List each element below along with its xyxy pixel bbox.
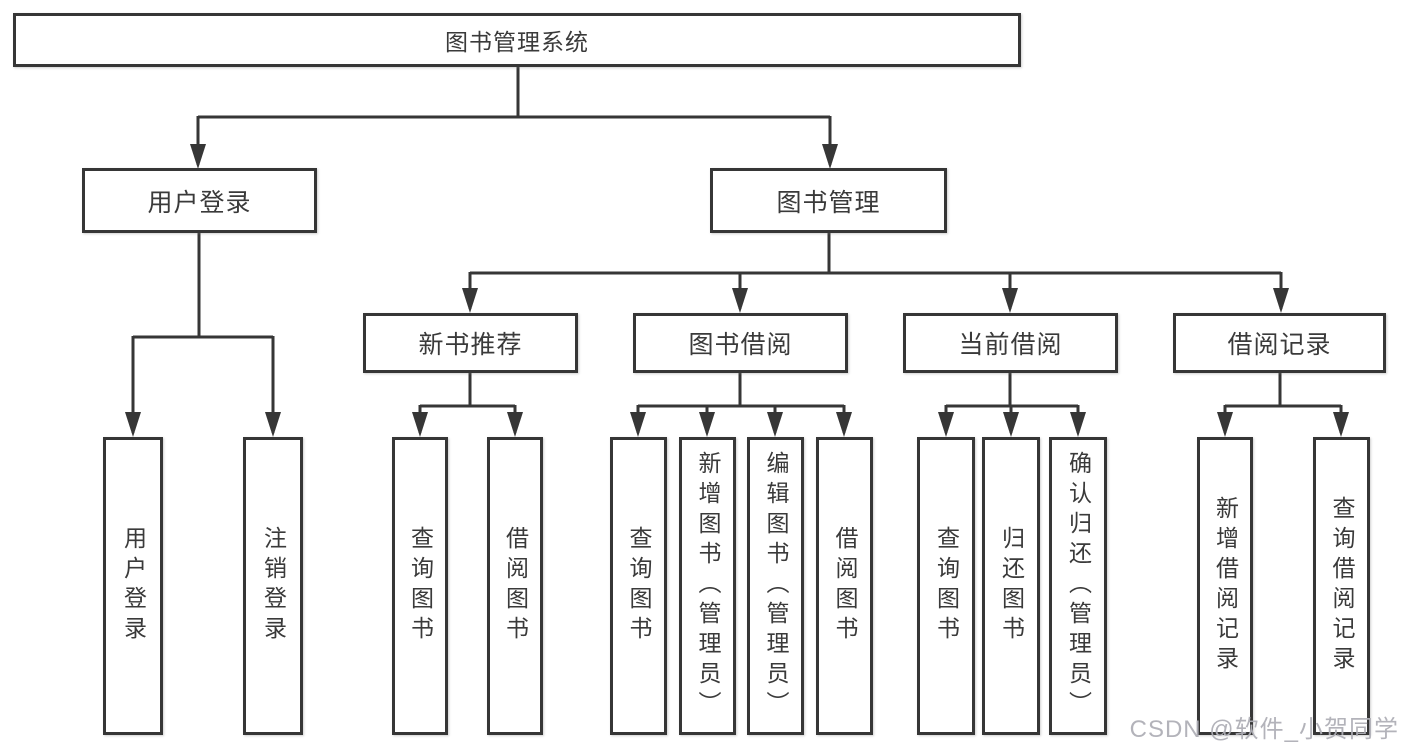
node-book-borrow: 图书借阅 [633, 313, 848, 373]
node-book-mgmt: 图书管理 [710, 168, 947, 233]
leaf-query-book-2-label: 查询图书 [626, 526, 652, 646]
arrow-down-icon [822, 144, 838, 169]
arrow-down-icon [412, 412, 428, 437]
node-borrow-record: 借阅记录 [1173, 313, 1386, 373]
arrow-down-icon [1333, 412, 1349, 437]
node-current-borrow: 当前借阅 [903, 313, 1118, 373]
leaf-borrow-book-1-label: 借阅图书 [502, 526, 529, 646]
leaf-query-book-2: 查询图书 [610, 437, 667, 735]
leaf-confirm-return: 确认归还（管理员） [1049, 437, 1107, 735]
arrow-down-icon [1070, 412, 1086, 437]
arrow-down-icon [1002, 288, 1018, 313]
leaf-user-login-label: 用户登录 [120, 526, 147, 646]
arrow-down-icon [1273, 288, 1289, 313]
connector-strokes [131, 67, 1343, 433]
arrow-down-icon [767, 412, 783, 437]
leaf-add-record-label: 新增借阅记录 [1212, 496, 1239, 676]
node-current-borrow-label: 当前借阅 [958, 331, 1063, 359]
leaf-return-book: 归还图书 [982, 437, 1040, 735]
arrow-down-icon [190, 144, 206, 169]
arrow-down-icon [507, 412, 523, 437]
arrow-down-icon [265, 412, 281, 437]
leaf-query-book-3-label: 查询图书 [933, 526, 960, 646]
arrow-down-icon [630, 412, 646, 437]
arrow-down-icon [1217, 412, 1233, 437]
leaf-edit-book: 编辑图书（管理员） [747, 437, 804, 735]
node-new-book-rec: 新书推荐 [363, 313, 578, 373]
leaf-query-book-1-label: 查询图书 [407, 526, 434, 646]
watermark: CSDN @软件_小贺同学 [1129, 716, 1399, 743]
arrow-down-icon [836, 412, 852, 437]
leaf-edit-book-label: 编辑图书（管理员） [763, 451, 789, 721]
leaf-logout-label: 注销登录 [260, 526, 287, 646]
arrow-down-icon [1003, 412, 1019, 437]
node-book-mgmt-label: 图书管理 [776, 188, 881, 217]
node-user-login-label: 用户登录 [147, 188, 252, 217]
arrow-down-icon [938, 412, 954, 437]
leaf-borrow-book-2-label: 借阅图书 [832, 526, 858, 646]
arrowhead-icons [125, 144, 1349, 437]
node-borrow-record-label: 借阅记录 [1227, 331, 1332, 359]
node-root-label: 图书管理系统 [445, 29, 589, 55]
leaf-add-record: 新增借阅记录 [1197, 437, 1253, 735]
leaf-return-book-label: 归还图书 [998, 526, 1025, 646]
leaf-query-record-label: 查询借阅记录 [1329, 496, 1355, 676]
leaf-borrow-book-1: 借阅图书 [487, 437, 543, 735]
arrow-down-icon [732, 288, 748, 313]
arrow-down-icon [699, 412, 715, 437]
arrow-down-icon [125, 412, 141, 437]
node-root: 图书管理系统 [13, 13, 1021, 67]
leaf-query-record: 查询借阅记录 [1313, 437, 1370, 735]
node-book-borrow-label: 图书借阅 [688, 331, 793, 359]
leaf-add-book-label: 新增图书（管理员） [695, 451, 721, 721]
leaf-query-book-1: 查询图书 [392, 437, 448, 735]
node-new-book-rec-label: 新书推荐 [418, 331, 523, 359]
leaf-add-book: 新增图书（管理员） [679, 437, 736, 735]
leaf-borrow-book-2: 借阅图书 [816, 437, 873, 735]
leaf-user-login: 用户登录 [103, 437, 163, 735]
leaf-logout: 注销登录 [243, 437, 303, 735]
node-user-login: 用户登录 [82, 168, 317, 233]
leaf-query-book-3: 查询图书 [917, 437, 975, 735]
arrow-down-icon [462, 288, 478, 313]
leaf-confirm-return-label: 确认归还（管理员） [1065, 451, 1092, 721]
